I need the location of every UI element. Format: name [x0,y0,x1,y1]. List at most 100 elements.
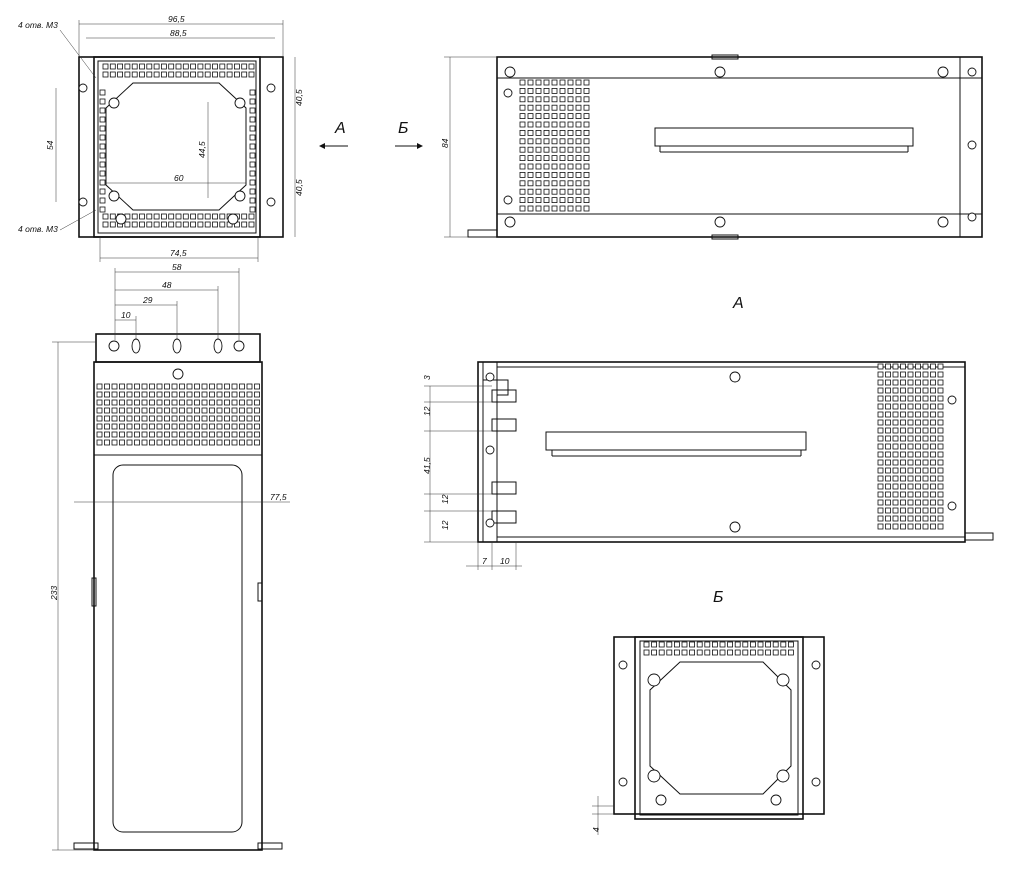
view-a-slot [545,431,807,451]
vent-hole [519,205,526,212]
vent-hole [535,113,542,119]
vent-hole [527,171,534,178]
vent-hole [704,641,711,648]
vent-hole [788,641,794,648]
vent-hole [209,383,215,390]
vent-hole [567,113,574,119]
vent-hole [907,523,914,530]
vent-hole [249,98,256,105]
vent-hole [216,383,223,390]
vent-hole [583,155,590,162]
vent-hole [674,649,680,656]
vent-hole [915,403,921,410]
vent-hole [209,423,215,430]
vent-hole [567,104,574,111]
vent-hole [922,395,929,402]
vent-hole [126,415,133,422]
vent-hole [551,104,558,111]
vent-hole [907,507,914,514]
screw-icon [78,83,88,93]
vent-hole [907,419,914,426]
screw-icon [227,213,239,225]
vent-hole [907,451,914,458]
vent-hole [201,439,208,446]
vent-hole [885,427,891,434]
vent-hole [194,391,200,398]
vent-hole [249,143,256,150]
vent-hole [937,515,944,522]
vent-hole [651,649,657,656]
vent-hole [179,431,185,438]
vent-hole [246,407,253,414]
vent-hole [182,71,189,78]
vent-hole [551,146,558,153]
vent-hole [246,415,253,422]
vent-hole [231,407,238,414]
vent-hole [922,379,929,386]
vent-hole [104,431,110,438]
vent-hole [915,363,921,370]
vent-hole [559,197,566,204]
vent-hole [915,379,921,386]
vent-hole [246,399,253,406]
vent-hole [535,104,542,111]
vent-hole [96,407,103,414]
side-view: 84 [440,54,983,240]
vent-hole [216,439,223,446]
vent-hole [119,383,125,390]
screw-icon [967,212,977,222]
vent-hole [241,71,248,78]
vent-hole [179,415,185,422]
vent-hole [527,121,534,128]
vent-hole [216,399,223,406]
vent-hole [175,63,182,70]
vent-hole [742,641,749,648]
vent-hole [892,515,899,522]
vent-hole [900,387,906,394]
vent-hole [246,383,253,390]
vent-hole [892,507,899,514]
vent-hole [134,407,140,414]
vent-hole [543,88,550,94]
vent-hole [922,435,929,442]
vent-hole [186,439,193,446]
vent-hole [175,213,182,220]
vent-hole [567,88,574,94]
vent-hole [209,415,215,422]
vent-hole [907,427,914,434]
vent-hole [930,451,936,458]
vent-hole [104,383,110,390]
vent-hole [900,395,906,402]
vent-hole [535,180,542,187]
vent-hole [231,415,238,422]
vent-hole [922,451,929,458]
hex-nut-icon [647,769,661,783]
vent-hole [197,221,204,228]
screw-icon [234,97,246,109]
vent-hole [119,431,125,438]
vent-hole [209,431,215,438]
vent-hole [527,155,534,162]
dim-233: 233 [49,586,59,601]
vent-hole [937,419,944,426]
vent-hole [559,155,566,162]
vent-hole [551,197,558,204]
vent-hole [674,641,680,648]
vent-hole [126,431,133,438]
vent-hole [772,649,779,656]
vent-hole [241,213,248,220]
vent-hole [156,415,163,422]
vent-hole [551,138,558,145]
vent-hole [139,221,145,228]
vent-hole [249,116,256,123]
dim-48: 48 [162,280,172,290]
screw-icon [504,66,516,78]
vent-hole [126,391,133,398]
vent-hole [559,113,566,119]
vent-hole [930,419,936,426]
vent-hole [551,188,558,195]
vent-hole [922,467,929,474]
hex-nut-icon [776,673,790,687]
vent-hole [99,206,106,213]
vent-hole [146,63,153,70]
